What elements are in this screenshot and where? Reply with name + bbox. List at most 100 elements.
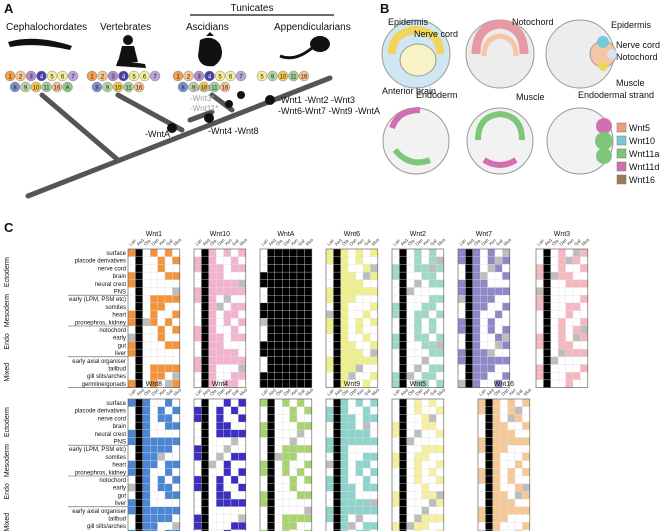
expression-cell bbox=[370, 310, 378, 319]
expression-cell bbox=[267, 310, 275, 319]
expression-cell bbox=[421, 491, 430, 500]
b-label-muscle-2: Muscle bbox=[616, 78, 645, 88]
column-label: Aeq bbox=[136, 237, 146, 247]
expression-cell bbox=[127, 271, 136, 280]
expression-cell bbox=[391, 341, 400, 350]
expression-cell bbox=[428, 295, 437, 304]
expression-cell bbox=[172, 460, 180, 469]
expression-cell bbox=[457, 318, 466, 327]
expression-cell bbox=[289, 429, 298, 438]
expression-cell bbox=[436, 460, 444, 469]
expression-cell bbox=[296, 522, 305, 531]
expression-cell bbox=[259, 460, 268, 469]
expression-cell bbox=[436, 452, 444, 461]
expression-cell bbox=[172, 295, 180, 304]
expression-cell bbox=[230, 460, 239, 469]
expression-cell bbox=[274, 529, 283, 531]
expression-cell bbox=[282, 452, 290, 461]
expression-cell bbox=[193, 271, 202, 280]
expression-cell bbox=[477, 522, 486, 531]
expression-cell bbox=[465, 295, 473, 304]
expression-cell bbox=[230, 529, 239, 531]
expression-cell bbox=[157, 364, 166, 373]
expression-cell bbox=[304, 452, 312, 461]
expression-cell bbox=[457, 348, 466, 357]
expression-cell bbox=[289, 271, 298, 280]
column-label: Ola bbox=[143, 238, 152, 247]
expression-cell bbox=[157, 429, 166, 438]
expression-cell bbox=[428, 429, 437, 438]
expression-cell bbox=[201, 341, 209, 350]
expression-cell bbox=[238, 514, 246, 523]
expression-cell bbox=[492, 445, 501, 454]
wnt-circle-label: 3 bbox=[197, 75, 201, 81]
expression-cell bbox=[230, 372, 239, 381]
expression-cell bbox=[414, 529, 422, 531]
expression-cell bbox=[414, 264, 422, 273]
expression-cell bbox=[414, 483, 422, 492]
expression-cell bbox=[127, 379, 136, 388]
expression-cell bbox=[193, 529, 202, 531]
expression-cell bbox=[472, 295, 481, 304]
expression-cell bbox=[172, 406, 180, 415]
expression-cell bbox=[150, 529, 158, 531]
group-label: Endo bbox=[4, 483, 11, 499]
expression-cell bbox=[333, 421, 341, 430]
expression-cell bbox=[550, 356, 559, 365]
expression-cell bbox=[414, 445, 422, 454]
expression-cell bbox=[340, 406, 349, 415]
expression-cell bbox=[296, 452, 305, 461]
wnt-panel-title: Wnt11 bbox=[276, 381, 296, 388]
expression-cell bbox=[348, 445, 356, 454]
embryo-schematic-5 bbox=[466, 107, 534, 175]
expression-cell bbox=[406, 437, 415, 446]
expression-cell bbox=[428, 421, 437, 430]
wnt-circle-label: A bbox=[65, 86, 69, 92]
expression-cell bbox=[325, 356, 334, 365]
expression-cell bbox=[216, 522, 224, 531]
node-app-loss bbox=[265, 95, 275, 105]
expression-cell bbox=[391, 514, 400, 523]
expression-cell bbox=[216, 498, 224, 507]
wnt-circle bbox=[225, 70, 236, 82]
expression-cell bbox=[370, 468, 378, 477]
expression-cell bbox=[391, 287, 400, 296]
expression-cell bbox=[457, 295, 466, 304]
expression-cell bbox=[565, 271, 574, 280]
expression-cell bbox=[333, 379, 341, 388]
expression-cell bbox=[428, 356, 437, 365]
expression-cell bbox=[289, 287, 298, 296]
expression-cell bbox=[514, 398, 523, 407]
expression-cell bbox=[223, 514, 232, 523]
column-label: Dan bbox=[414, 237, 424, 247]
expression-cell bbox=[580, 287, 588, 296]
expression-cell bbox=[558, 271, 566, 280]
expression-cell bbox=[502, 295, 510, 304]
expression-cell bbox=[289, 498, 298, 507]
expression-cell bbox=[370, 287, 378, 296]
expression-cell bbox=[142, 506, 151, 515]
expression-cell bbox=[230, 429, 239, 438]
expression-cell bbox=[348, 318, 356, 327]
expression-cell bbox=[150, 398, 158, 407]
column-label: Lan bbox=[392, 388, 401, 397]
expression-cell bbox=[164, 348, 173, 357]
expression-cell bbox=[296, 248, 305, 257]
wnt-panel-title: WntA bbox=[277, 231, 294, 238]
expression-cell bbox=[135, 522, 143, 531]
expression-cell bbox=[522, 398, 530, 407]
wnt-circle bbox=[15, 70, 26, 82]
expression-cell bbox=[223, 333, 232, 342]
expression-cell bbox=[502, 333, 510, 342]
row-label: brain bbox=[113, 274, 126, 280]
expression-cell bbox=[370, 256, 378, 265]
expression-cell bbox=[355, 318, 364, 327]
expression-cell bbox=[201, 379, 209, 388]
expression-cell bbox=[172, 475, 180, 484]
expression-cell bbox=[406, 325, 415, 334]
expression-cell bbox=[282, 356, 290, 365]
expression-cell bbox=[414, 287, 422, 296]
expression-cell bbox=[201, 318, 209, 327]
expression-cell bbox=[201, 333, 209, 342]
expression-cell bbox=[164, 379, 173, 388]
